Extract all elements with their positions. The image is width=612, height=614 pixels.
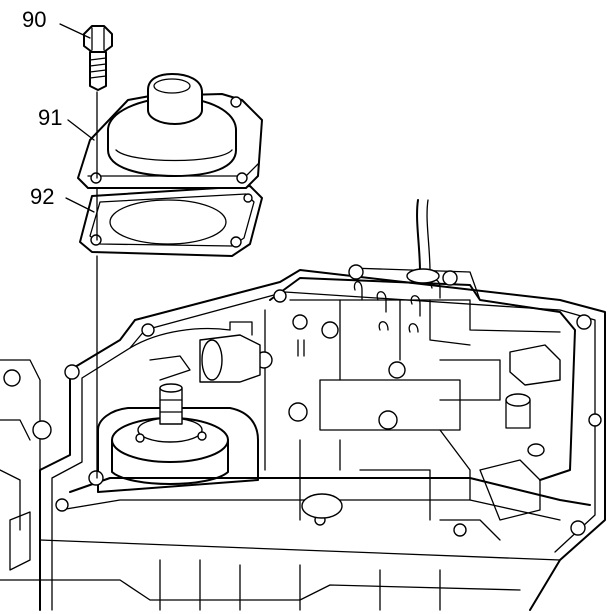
leader-line-92 [65,197,95,213]
valve-body [129,199,576,541]
callout-bolt: 90 [22,7,47,32]
accumulator-piston [88,383,259,493]
accumulator-cover [77,73,263,189]
callout-cover: 91 [38,105,63,130]
callout-gasket: 92 [30,184,55,209]
leader-line-91 [67,119,95,141]
bolt [83,25,113,91]
accumulator-gasket [79,185,263,257]
leader-line-90 [59,23,91,39]
